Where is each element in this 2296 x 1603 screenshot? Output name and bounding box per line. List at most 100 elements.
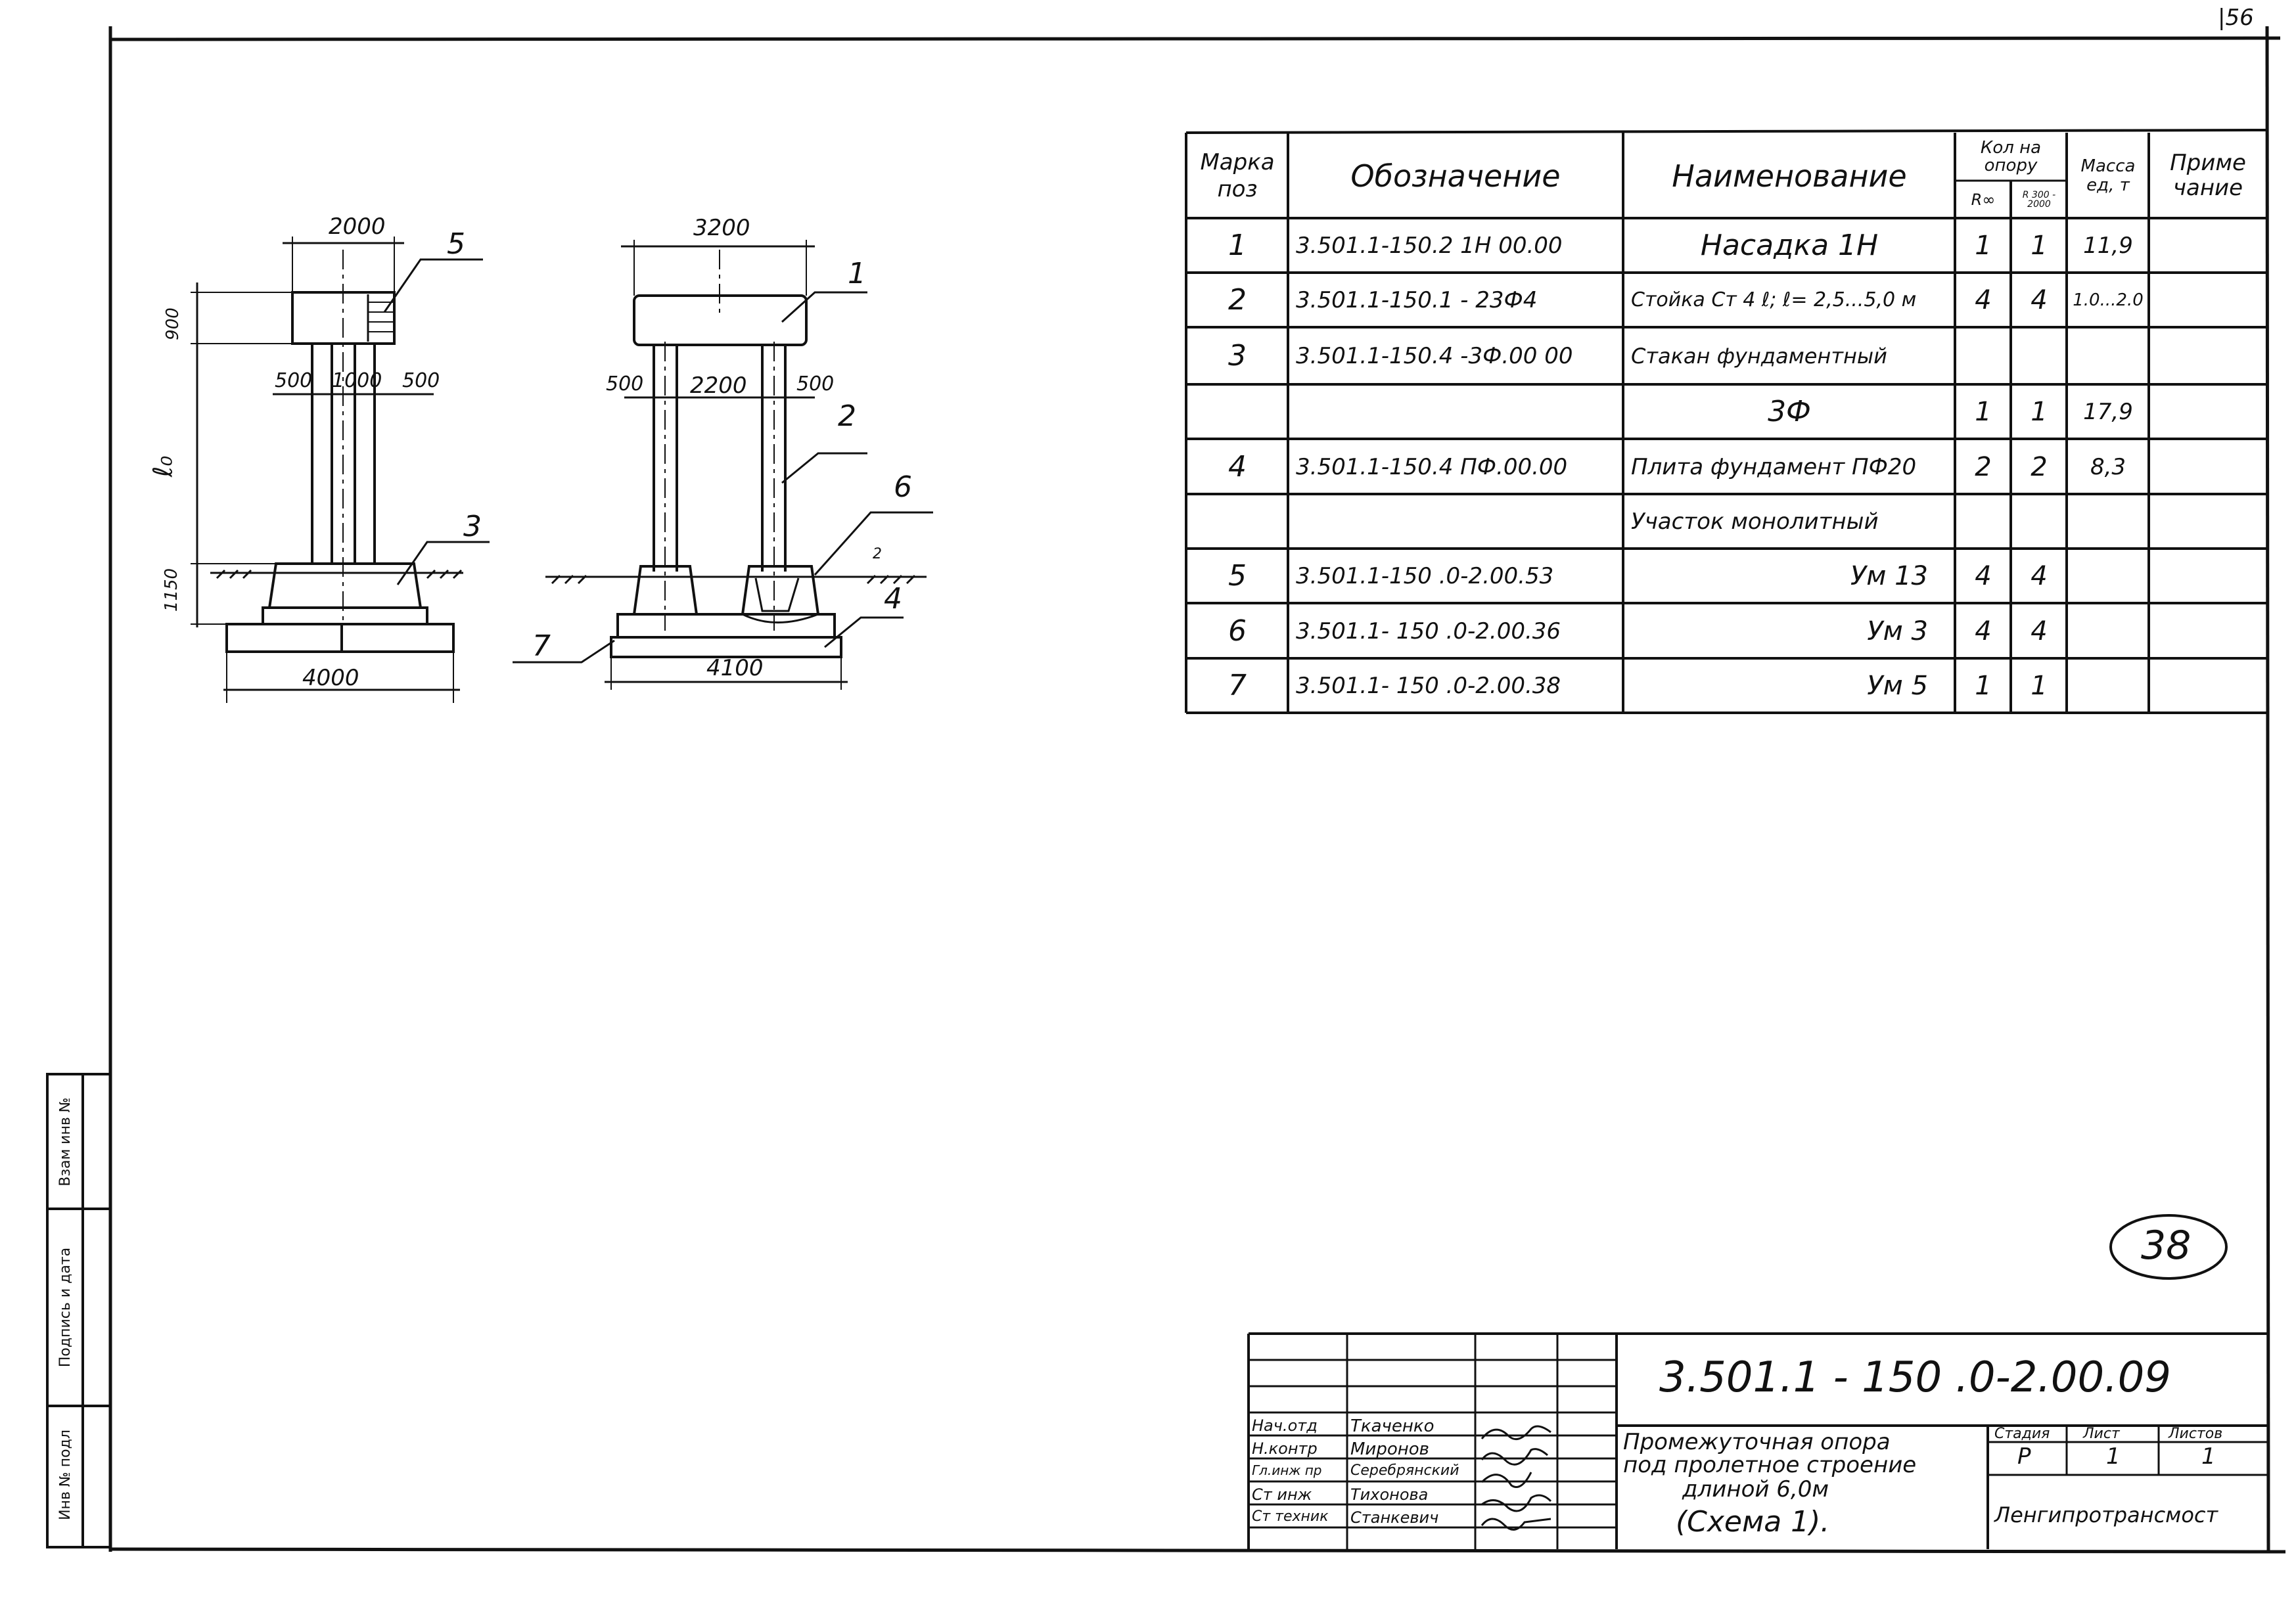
- header-mass: Масса ед, т: [2080, 156, 2136, 195]
- signatory-4-name: Тихонова: [1350, 1485, 1429, 1504]
- header-designation: Обозначение: [1350, 158, 1561, 194]
- row-3-mass: [2068, 328, 2148, 384]
- dim-left-col-500b: 500: [402, 369, 440, 392]
- callout-6: 6: [894, 470, 912, 504]
- row-mono-mark: [1188, 495, 1287, 548]
- dim-right-col-500a: 500: [606, 373, 644, 395]
- row-mono-designation: [1289, 495, 1622, 548]
- dim-left-cap-height: 900: [162, 307, 183, 340]
- dim-left-footing-height: 1150: [162, 568, 182, 612]
- row-1-mass: 11,9: [2083, 233, 2133, 259]
- row-5-mass: [2068, 550, 2148, 602]
- signatory-1-name: Ткаченко: [1350, 1416, 1435, 1436]
- sheet-number: 38: [2141, 1223, 2192, 1269]
- row-mono-name: Участок монолитный: [1631, 508, 1879, 535]
- callout-3: 3: [463, 510, 482, 543]
- row-7-note: [2150, 660, 2266, 712]
- title-line-2: под пролетное строение: [1623, 1452, 1917, 1478]
- row-6-mass: [2068, 604, 2148, 658]
- row-3b-q2: 1: [2031, 397, 2048, 427]
- stage-label: Стадия: [1994, 1426, 2050, 1442]
- row-3-designation: 3.501.1-150.4 -3Ф.00 00: [1296, 343, 1573, 369]
- right-view-geometry: [513, 240, 933, 690]
- row-7-designation: 3.501.1- 150 .0-2.00.38: [1296, 673, 1561, 699]
- sheets-label: Листов: [2169, 1426, 2223, 1442]
- row-mono-q1: [1956, 495, 2010, 548]
- signatory-3-name: Серебрянский: [1350, 1462, 1459, 1479]
- row-mono-note: [2150, 495, 2266, 548]
- dim-left-base-width: 4000: [302, 665, 359, 691]
- header-qty-r-inf: R∞: [1971, 191, 1996, 209]
- signatory-2-role: Н.контр: [1252, 1439, 1318, 1458]
- row-6-designation: 3.501.1- 150 .0-2.00.36: [1296, 618, 1561, 644]
- row-3b-mass: 17,9: [2083, 399, 2133, 425]
- row-6-q2: 4: [2031, 616, 2048, 646]
- dim-left-col-1000: 1000: [332, 369, 382, 392]
- row-3-q1: [1956, 328, 2010, 384]
- row-3-note: [2150, 328, 2266, 384]
- row-6-q1: 4: [1975, 616, 1992, 646]
- title-line-1: Промежуточная опора: [1623, 1429, 1891, 1455]
- document-code: 3.501.1 - 150 .0-2.00.09: [1659, 1353, 2171, 1402]
- side-stamp-box: [46, 1073, 112, 1548]
- callout-2: 2: [838, 399, 856, 433]
- row-3b-mark: [1188, 386, 1287, 438]
- title-line-3: длиной 6,0м: [1682, 1476, 1829, 1502]
- row-4-mass: 8,3: [2090, 453, 2126, 480]
- row-5-q2: 4: [2031, 561, 2048, 591]
- side-stamp-label-inv-podl: Инв № подл: [57, 1430, 74, 1520]
- row-1-name: Насадка 1Н: [1700, 229, 1879, 262]
- row-2-q2: 4: [2031, 285, 2048, 315]
- row-1-designation: 3.501.1-150.2 1Н 00.00: [1296, 233, 1563, 259]
- signatory-4-role: Ст инж: [1252, 1485, 1312, 1504]
- row-2-note: [2150, 274, 2266, 327]
- signatory-5-name: Станкевич: [1350, 1508, 1439, 1527]
- row-6-name: Ум 3: [1867, 616, 1928, 646]
- row-mono-mass: [2068, 495, 2148, 548]
- callout-7: 7: [532, 629, 551, 663]
- organization-name: Ленгипротрансмост: [1994, 1502, 2218, 1527]
- header-qty-r-300: R 300 - 2000: [2022, 190, 2056, 210]
- row-1-mark: 1: [1228, 229, 1247, 262]
- row-3b-name: 3Ф: [1768, 395, 1811, 428]
- row-5-note: [2150, 550, 2266, 602]
- row-2-name: Стойка Ст 4 ℓ; ℓ= 2,5...5,0 м: [1631, 288, 1917, 311]
- row-7-mark: 7: [1228, 669, 1247, 702]
- row-1-note: [2150, 219, 2266, 272]
- sheet-number-circle: [2109, 1214, 2228, 1280]
- signatory-2-name: Миронов: [1350, 1439, 1429, 1459]
- side-stamp-label-signature-date: Подпись и дата: [57, 1247, 74, 1368]
- row-6-note: [2150, 604, 2266, 658]
- header-qty-group: Кол на опору: [1980, 137, 2042, 175]
- header-mark: Марка поз: [1200, 148, 1275, 202]
- dim-right-base-width: 4100: [706, 655, 764, 681]
- row-4-q2: 2: [2031, 451, 2048, 482]
- row-3-name: Стакан фундаментный: [1631, 344, 1887, 369]
- row-4-name: Плита фундамент ПФ20: [1631, 453, 1917, 480]
- row-5-designation: 3.501.1-150 .0-2.00.53: [1296, 563, 1554, 589]
- row-3-mark: 3: [1228, 339, 1247, 373]
- dim-left-column-length: ℓ₀: [148, 455, 179, 478]
- dim-right-col-2200: 2200: [690, 373, 747, 399]
- row-6-mark: 6: [1228, 614, 1247, 648]
- row-5-name: Ум 13: [1850, 561, 1928, 591]
- row-4-note: [2150, 440, 2266, 493]
- header-note: Приме чание: [2170, 150, 2246, 201]
- row-2-mass: 1.0...2.0: [2073, 290, 2144, 310]
- dim-left-top-width: 2000: [329, 214, 386, 240]
- sheet-value: 1: [2106, 1443, 2121, 1470]
- dim-left-col-500a: 500: [275, 369, 313, 392]
- signatory-5-role: Ст техник: [1252, 1508, 1329, 1525]
- row-4-designation: 3.501.1-150.4 ПФ.00.00: [1296, 453, 1568, 480]
- row-2-designation: 3.501.1-150.1 - 23Ф4: [1296, 287, 1538, 313]
- dim-right-col-500b: 500: [796, 373, 835, 395]
- row-3b-note: [2150, 386, 2266, 438]
- row-5-q1: 4: [1975, 561, 1992, 591]
- signature-marks: [1481, 1425, 1552, 1531]
- row-1-q1: 1: [1975, 231, 1992, 261]
- title-block-grid: [1247, 1332, 2267, 1549]
- row-5-mark: 5: [1228, 559, 1247, 593]
- left-view-geometry: [191, 237, 490, 703]
- callout-1: 1: [848, 257, 866, 290]
